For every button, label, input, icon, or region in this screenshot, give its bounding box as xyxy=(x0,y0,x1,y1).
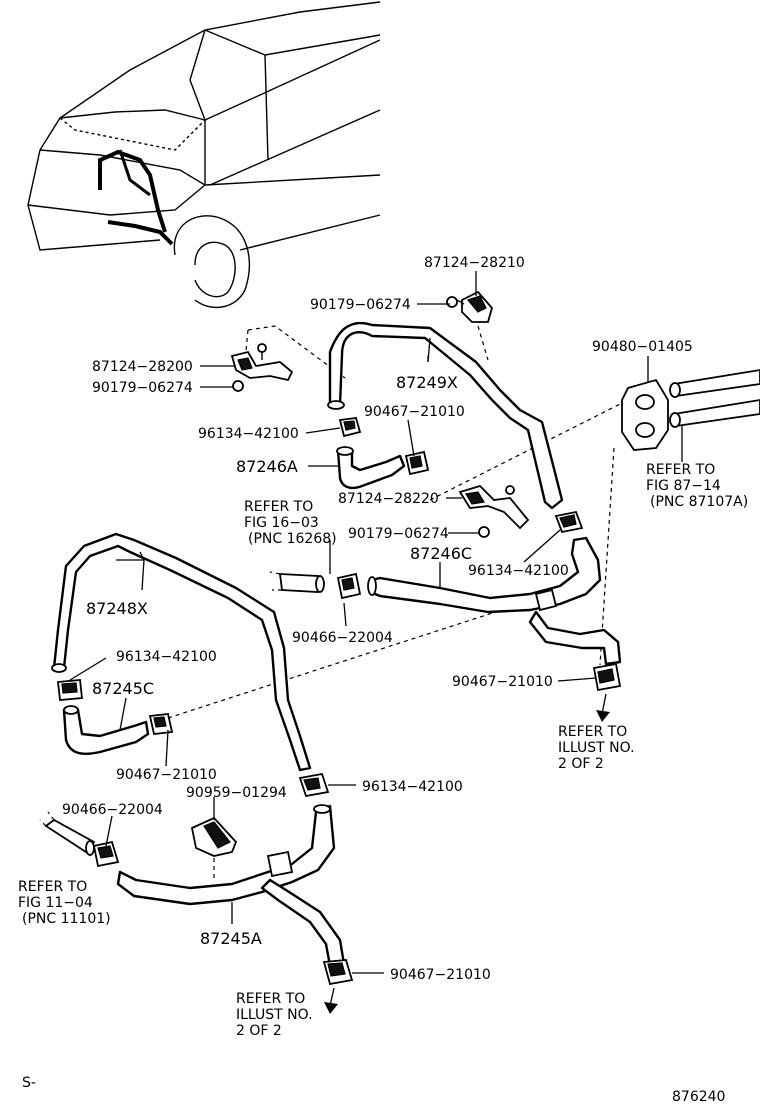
clamp-90466-22004-a xyxy=(336,572,362,600)
ref-fig-11-04-line1: REFER TO xyxy=(18,879,87,895)
label-87245c: 87245C xyxy=(92,679,154,698)
pipe-stub-16-03 xyxy=(269,571,325,593)
label-87246c: 87246C xyxy=(410,544,472,563)
ref-illust-right-line2: ILLUST NO. xyxy=(558,740,635,756)
ref-fig-87-14-line2: FIG 87−14 xyxy=(646,478,721,494)
ref-illust-right: REFER TO ILLUST NO. 2 OF 2 xyxy=(558,724,635,772)
hose-87245a-end xyxy=(313,804,331,814)
ref-fig-11-04-line3: (PNC 11101) xyxy=(22,911,111,927)
hose-87246a-end xyxy=(336,446,354,456)
hose-87249x xyxy=(328,321,564,510)
label-90466-22004-b: 90466−22004 xyxy=(62,802,163,818)
label-96134-42100-a: 96134−42100 xyxy=(198,426,299,442)
label-90179-06274-b: 90179−06274 xyxy=(92,380,193,396)
label-90467-21010-a: 90467−21010 xyxy=(364,404,465,420)
clamp-87246c-joint xyxy=(534,588,558,612)
clamp-90467-21010-a xyxy=(404,450,430,476)
ref-fig-87-14-line3: (PNC 87107A) xyxy=(650,494,748,510)
label-96134-42100-d: 96134−42100 xyxy=(362,779,463,795)
ref-illust-right-line3: 2 OF 2 xyxy=(558,756,604,772)
label-90179-06274-c: 90179−06274 xyxy=(348,526,449,542)
bracket-87124-28210 xyxy=(446,290,493,323)
clamp-96134-42100-d xyxy=(298,772,330,798)
clamp-87245a-joint xyxy=(266,850,294,878)
label-90480-01405: 90480−01405 xyxy=(592,339,693,355)
label-90467-21010-b: 90467−21010 xyxy=(116,767,217,783)
ref-illust-bottom-line1: REFER TO xyxy=(236,991,305,1007)
label-87124-28210: 87124−28210 xyxy=(424,255,525,271)
hose-87245a-branch xyxy=(260,878,346,968)
hose-87246c-branch xyxy=(528,610,622,666)
ref-illust-right-line1: REFER TO xyxy=(558,724,627,740)
label-87124-28200: 87124−28200 xyxy=(92,359,193,375)
hose-87246a xyxy=(336,448,406,490)
hose-87245a xyxy=(116,804,336,906)
hose-87245c xyxy=(62,708,150,755)
vehicle-outline xyxy=(27,1,381,309)
ref-fig-16-03-line2: FIG 16−03 xyxy=(244,515,319,531)
ref-fig-87-14-line1: REFER TO xyxy=(646,462,715,478)
ref-fig-16-03-line3: (PNC 16268) xyxy=(248,531,337,547)
clamp-90467-21010-d xyxy=(322,959,354,986)
pipe-stub-11-04 xyxy=(39,811,96,856)
clamp-96134-42100-c xyxy=(57,679,83,701)
ref-illust-bottom-line2: ILLUST NO. xyxy=(236,1007,313,1023)
clamp-96134-42100-b xyxy=(554,510,584,534)
ref-illust-bottom: REFER TO ILLUST NO. 2 OF 2 xyxy=(236,991,313,1039)
arrow-bottom-head xyxy=(324,1002,338,1014)
part-labels: 87124−28210 90179−06274 87124−28200 9017… xyxy=(62,255,693,983)
hose-87245c-end xyxy=(63,705,79,715)
label-90466-22004-a: 90466−22004 xyxy=(292,630,393,646)
ref-fig-87-14: REFER TO FIG 87−14 (PNC 87107A) xyxy=(646,462,748,510)
footer-right-code: 876240 xyxy=(672,1089,725,1105)
arrow-right-shaft xyxy=(601,693,607,715)
hose-87249x-end xyxy=(327,400,345,410)
holder-90959-01294 xyxy=(190,816,238,857)
label-90959-01294: 90959−01294 xyxy=(186,785,287,801)
label-leaders xyxy=(69,271,683,974)
ref-fig-11-04: REFER TO FIG 11−04 (PNC 11101) xyxy=(18,879,111,927)
hose-87248x-end xyxy=(51,663,67,673)
ref-fig-16-03-line1: REFER TO xyxy=(244,499,313,515)
grommet-90480-01405 xyxy=(621,369,760,451)
ref-fig-11-04-line2: FIG 11−04 xyxy=(18,895,93,911)
label-90179-06274-a: 90179−06274 xyxy=(310,297,411,313)
bracket-87124-28200 xyxy=(230,343,294,392)
hose-87248x xyxy=(52,532,312,772)
bracket-87124-28220 xyxy=(458,484,530,538)
label-87246a: 87246A xyxy=(236,457,298,476)
arrow-right-head xyxy=(596,710,610,722)
ref-fig-16-03: REFER TO FIG 16−03 (PNC 16268) xyxy=(244,499,337,547)
footer-left-code: S- xyxy=(22,1075,36,1091)
clamp-90467-21010-b xyxy=(148,713,174,735)
label-87248x: 87248X xyxy=(86,599,148,618)
label-90467-21010-d: 90467−21010 xyxy=(390,967,491,983)
clamp-90467-21010-c xyxy=(592,662,622,692)
ref-illust-bottom-line3: 2 OF 2 xyxy=(236,1023,282,1039)
engine-hose-route xyxy=(98,149,174,246)
label-87249x: 87249X xyxy=(396,373,458,392)
label-87124-28220: 87124−28220 xyxy=(338,491,439,507)
hose-87246c-end xyxy=(367,576,377,596)
label-90467-21010-c: 90467−21010 xyxy=(452,674,553,690)
label-87245a: 87245A xyxy=(200,929,262,948)
label-96134-42100-c: 96134−42100 xyxy=(116,649,217,665)
clamp-96134-42100-a xyxy=(338,417,362,438)
label-96134-42100-b: 96134−42100 xyxy=(468,563,569,579)
